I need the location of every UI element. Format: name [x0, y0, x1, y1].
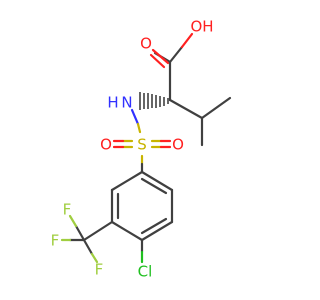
atom-fluorine-left: F: [51, 232, 60, 250]
ring-c1-c2: [110, 170, 144, 192]
bond-n-s-s: [136, 122, 142, 134]
bond-cf3-f-top: [68, 214, 78, 228]
hashed-wedge-bond: [139, 92, 169, 110]
bond-co-o-2: [149, 53, 166, 69]
atom-fluorine-top: F: [63, 201, 72, 219]
bond-n-s-n: [130, 108, 140, 126]
atom-sulfonyl-o-right: O: [172, 136, 184, 154]
atom-amine-h: H: [107, 94, 118, 112]
bond-c-oh-red: [180, 32, 194, 49]
bond-co-o-1: [151, 48, 170, 65]
atom-chlorine: Cl: [138, 263, 153, 281]
ring-c4-c5: [140, 220, 174, 242]
bond-cf3-f-top-c: [74, 224, 86, 242]
atom-carbonyl-o: O: [140, 35, 152, 53]
bond-alpha-ch: [168, 98, 204, 120]
atom-labels: O OH H N S O O F F F Cl: [51, 18, 214, 281]
molecule-structure: O OH H N S O O F F F Cl: [51, 18, 232, 281]
atom-sulfur: S: [137, 136, 147, 154]
ring-c6-c1: [140, 170, 174, 192]
bond-cf3-f-bottom: [90, 252, 99, 264]
ring-c3-c4: [110, 220, 144, 242]
bond-ring-cf3: [82, 220, 114, 242]
bond-c-oh: [168, 45, 184, 64]
ring-inner-2: [140, 217, 168, 235]
atom-hydroxyl: OH: [190, 18, 213, 36]
bond-ch-me1: [200, 96, 232, 120]
bond-cf3-f-bottom-c: [82, 238, 94, 256]
ring-inner-3: [140, 177, 168, 195]
bonds: [60, 32, 232, 264]
atom-fluorine-bottom: F: [95, 261, 104, 279]
atom-amine: N: [121, 94, 132, 112]
atom-sulfonyl-o-left: O: [100, 136, 112, 154]
